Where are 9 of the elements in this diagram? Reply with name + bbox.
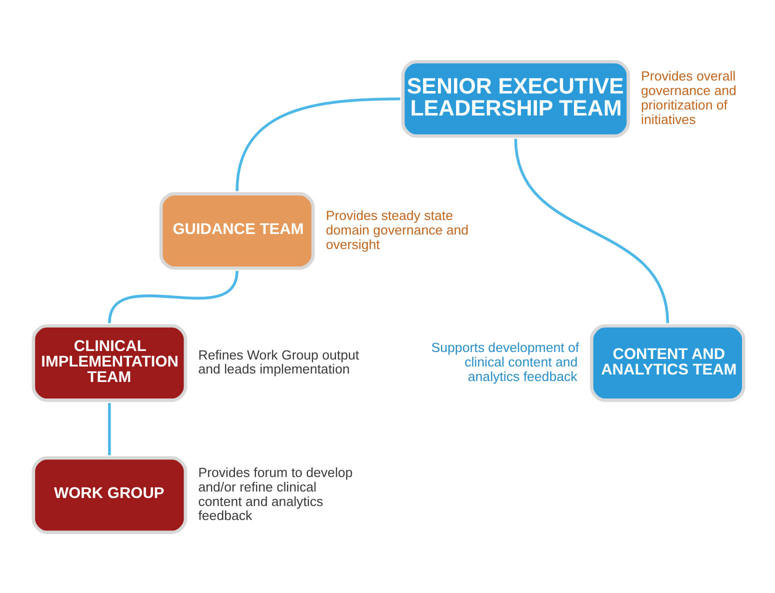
node-label: Supports development of clinical content and analytics feedback (430, 340, 579, 384)
node-label: Provides forum to develop and/or refine clinical content and analytics feedback (198, 464, 352, 523)
connector (514, 138, 669, 323)
node-label: Provides overall governance and prioritization of initiatives (640, 68, 736, 126)
node-label: Refines Work Group output and leads implementation (198, 346, 359, 376)
connector (108, 270, 238, 323)
node-label: Provides steady state domain governance and oversight (325, 207, 468, 252)
connector (108, 402, 110, 455)
connector (235, 97, 400, 191)
